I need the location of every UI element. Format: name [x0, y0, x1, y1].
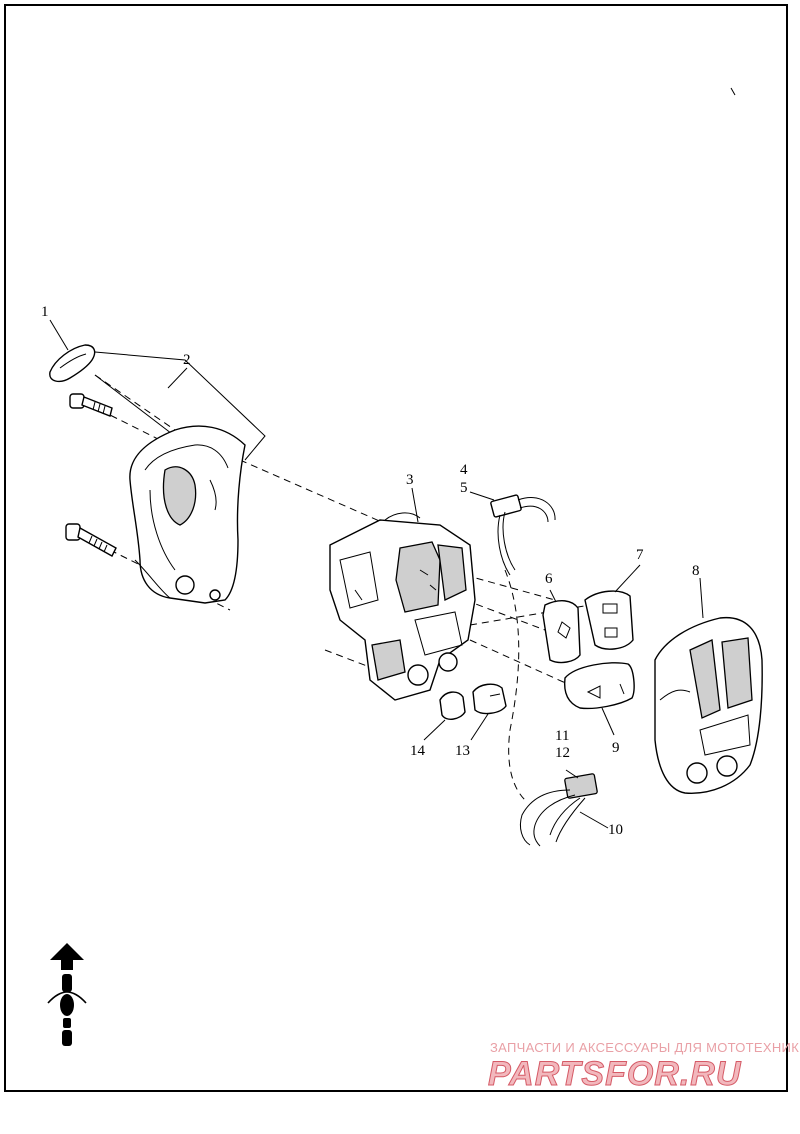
part-10-12-harness	[519, 773, 598, 847]
callout-6: 6	[545, 571, 553, 587]
stray-mark	[730, 87, 736, 96]
callout-5: 5	[460, 480, 468, 496]
callout-leaders	[49, 319, 704, 829]
motorcycle-top-view-icon	[47, 974, 87, 1046]
forward-arrow-icon	[50, 943, 84, 970]
part-6-switch-cap	[542, 600, 581, 664]
callout-9: 9	[612, 740, 620, 756]
part-7-switch-cap	[584, 590, 634, 650]
part-3-switch-assembly	[329, 512, 476, 701]
callout-1: 1	[41, 304, 49, 320]
screw-upper	[69, 393, 113, 417]
callout-labels: 1 2 3 4 5 6 7 8 9 10 11 12 13 14	[41, 304, 700, 838]
watermark-brand: PARTSFOR.RU	[488, 1055, 742, 1093]
drawing-frame	[4, 4, 788, 1092]
callout-11: 11	[555, 728, 569, 744]
watermark-tagline: ЗАПЧАСТИ И АКСЕССУАРЫ ДЛЯ МОТОТЕХНИКИ	[490, 1040, 800, 1055]
part-14-knob	[439, 691, 466, 720]
callout-8: 8	[692, 563, 700, 579]
callout-7: 7	[636, 547, 644, 563]
callout-2: 2	[183, 352, 191, 368]
part-1-cap	[49, 344, 96, 383]
watermark: ЗАПЧАСТИ И АКСЕССУАРЫ ДЛЯ МОТОТЕХНИКИ PA…	[488, 1040, 800, 1094]
callout-10: 10	[608, 822, 623, 838]
callout-3: 3	[406, 472, 414, 488]
part-8-upper-housing	[654, 616, 763, 794]
screw-lower	[65, 523, 117, 557]
callout-14: 14	[410, 743, 426, 759]
callout-4: 4	[460, 462, 468, 478]
part-9-switch-cap	[563, 662, 635, 710]
part-4-5-connector	[490, 494, 556, 576]
part-2-lower-housing	[129, 425, 246, 604]
orientation-indicator	[47, 943, 87, 1046]
callout-12: 12	[555, 745, 570, 761]
part-13-knob	[472, 683, 507, 715]
callout-13: 13	[455, 743, 470, 759]
